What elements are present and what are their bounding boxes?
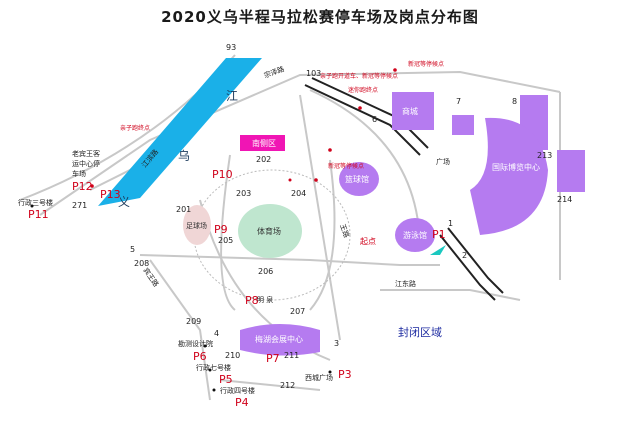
number-labels: 93 103 202 203 204 201 205 206 207 208 2… xyxy=(72,43,572,390)
num-212: 212 xyxy=(280,381,295,390)
num-210: 210 xyxy=(225,351,240,360)
closed-area-label: 封闭区域 xyxy=(398,325,442,339)
note-1: 亲子跑终点 xyxy=(120,124,150,132)
teal-arrow xyxy=(430,245,446,255)
place-senior-center-1: 老宾王客 xyxy=(72,149,100,158)
num-5: 5 xyxy=(130,245,135,254)
place-mingquan: 明 泉 xyxy=(257,295,273,304)
place-senior-center-3: 车场 xyxy=(72,169,86,178)
venue-gymnasium-label: 体育场 xyxy=(257,226,281,236)
post-p9: P9 xyxy=(214,223,228,236)
venue-exhibition-label: 梅湖会展中心 xyxy=(255,334,303,344)
post-p4: P4 xyxy=(235,396,249,409)
venue-gymnasium xyxy=(238,204,302,258)
black-dots xyxy=(30,204,332,392)
venue-basketball xyxy=(339,162,379,196)
note-3: 迷你跑终点 xyxy=(348,86,378,94)
note-4: 新冠等停候点 xyxy=(408,60,444,68)
post-p1: P1 xyxy=(432,228,446,241)
venue-small-3 xyxy=(557,150,585,192)
post-dots xyxy=(90,68,397,188)
num-205: 205 xyxy=(218,236,233,245)
venue-swimming-label: 游泳馆 xyxy=(403,230,427,240)
num-3: 3 xyxy=(334,339,339,348)
post-p8: P8 xyxy=(245,294,259,307)
road-label-1: 宗泽路 xyxy=(263,64,286,80)
place-design: 勘测设计院 xyxy=(178,339,213,348)
note-2: 亲子跑开道车、新冠等停候点 xyxy=(320,72,398,80)
river-char-1: 江 xyxy=(226,89,238,103)
num-103: 103 xyxy=(306,69,321,78)
post-p7: P7 xyxy=(266,352,280,365)
place-exec3: 行政三号楼 xyxy=(18,198,53,207)
venue-basketball-label: 篮球馆 xyxy=(345,174,369,184)
place-start: 起点 xyxy=(360,237,376,246)
place-exec7: 行政七号楼 xyxy=(196,363,231,372)
post-p11: P11 xyxy=(28,208,49,221)
num-8: 8 xyxy=(512,97,517,106)
num-6: 6 xyxy=(372,115,377,124)
num-201: 201 xyxy=(176,205,191,214)
river-char-3: 义 xyxy=(118,195,130,209)
post-p10: P10 xyxy=(212,168,233,181)
num-206: 206 xyxy=(258,267,273,276)
venue-football-label: 足球场 xyxy=(186,221,207,230)
river-char-2: 乌 xyxy=(178,148,190,163)
place-west-plaza: 西城广场 xyxy=(305,373,333,382)
venue-market xyxy=(392,92,434,130)
venue-expo-label: 国际博览中心 xyxy=(492,162,540,172)
place-plaza: 广场 xyxy=(436,157,450,166)
venue-swimming xyxy=(395,218,435,252)
venue-small-1 xyxy=(452,115,474,135)
num-271: 271 xyxy=(72,201,87,210)
num-2: 2 xyxy=(462,251,467,260)
num-202: 202 xyxy=(256,155,271,164)
num-214: 214 xyxy=(557,195,572,204)
venue-football xyxy=(183,205,211,245)
num-213: 213 xyxy=(537,151,552,160)
road-label-2: 江东路 xyxy=(395,279,416,288)
venue-expo xyxy=(470,117,548,235)
venue-market-label: 商城 xyxy=(402,106,418,116)
num-209: 209 xyxy=(186,317,201,326)
venue-exhibition xyxy=(240,324,320,356)
post-p5: P5 xyxy=(219,373,233,386)
post-labels: P1 P3 P4 P5 P6 P7 P8 P9 P10 P11 P12 P13 xyxy=(28,168,446,409)
place-exec4: 行政四号楼 xyxy=(220,386,255,395)
map-title: 2020义乌半程马拉松赛停车场及岗点分布图 xyxy=(161,8,479,26)
post-p3: P3 xyxy=(338,368,352,381)
river xyxy=(98,58,262,206)
venue-south-pink xyxy=(240,135,285,151)
road-label-4: 王路 xyxy=(338,223,351,239)
venue-south-pink-label: 南侧区 xyxy=(252,138,276,148)
num-4: 4 xyxy=(214,329,219,338)
num-7: 7 xyxy=(456,97,461,106)
place-senior-center-2: 运中心停 xyxy=(72,159,100,168)
num-1: 1 xyxy=(448,219,453,228)
num-207: 207 xyxy=(290,307,305,316)
note-5: 新冠等停候点 xyxy=(328,162,364,170)
num-211: 211 xyxy=(284,351,299,360)
num-203: 203 xyxy=(236,189,251,198)
post-p12: P12 xyxy=(72,180,93,193)
num-208: 208 xyxy=(134,259,149,268)
post-p6: P6 xyxy=(193,350,207,363)
num-204: 204 xyxy=(291,189,306,198)
num-93: 93 xyxy=(226,43,236,52)
post-p13: P13 xyxy=(100,188,121,201)
